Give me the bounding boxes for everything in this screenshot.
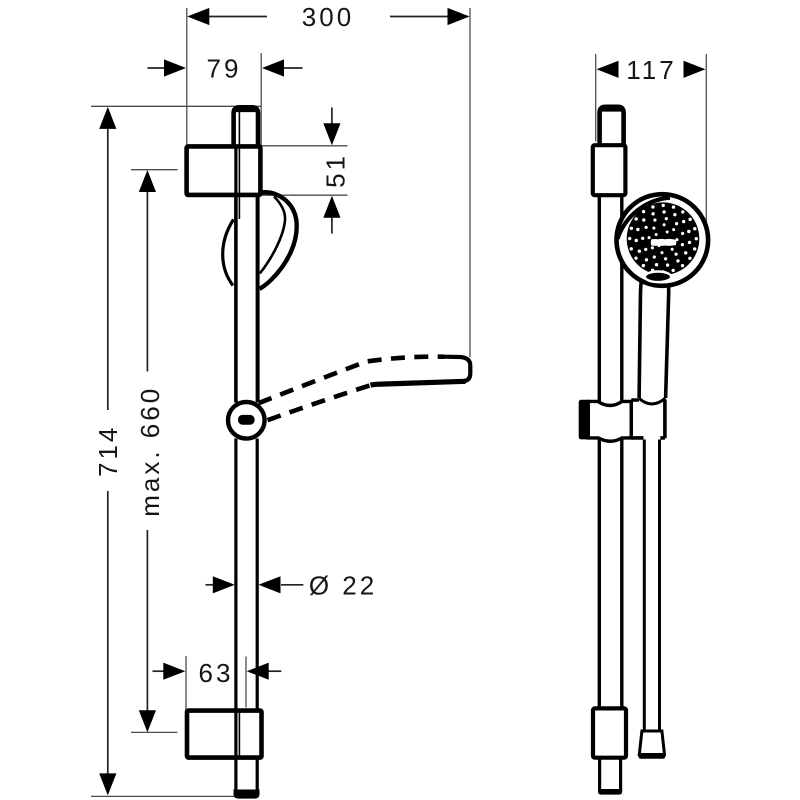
holder-body-outline xyxy=(586,399,633,443)
bar-bottom-cap-front xyxy=(598,789,623,795)
nozzle-ring-3 xyxy=(634,210,692,268)
dim-714-label: 714 xyxy=(93,425,123,477)
hand-shower-parked xyxy=(221,190,299,291)
bar-top-cap-side xyxy=(231,105,261,146)
dim-117-label: 117 xyxy=(626,55,676,85)
head-pivot xyxy=(643,270,673,284)
hose-curve-left xyxy=(221,218,235,287)
holder-release-button xyxy=(578,399,589,440)
slider-holder-front xyxy=(578,397,667,443)
dim-63-label: 63 xyxy=(199,658,234,688)
dim-300-label: 300 xyxy=(302,2,354,32)
dim-63-arrow-left xyxy=(163,662,186,680)
bar-bottom-cap-side xyxy=(233,789,260,799)
front-view: 117 xyxy=(578,54,711,795)
dim-79-label: 79 xyxy=(207,54,242,84)
top-bracket-front xyxy=(590,143,628,198)
handle-loop-outer xyxy=(258,190,299,291)
dashed-shower-top-edge xyxy=(257,354,444,406)
bar-bottom-front xyxy=(597,757,623,795)
dim-51-arrow-up xyxy=(323,195,341,218)
dim-714: 714 xyxy=(93,106,123,796)
dim-22-arrow-left xyxy=(212,576,235,594)
nozzle-ring-1 xyxy=(647,223,679,255)
dim-79-arrow-right xyxy=(262,59,284,77)
bottom-bracket-front xyxy=(590,706,629,760)
shower-hose-front xyxy=(637,439,667,759)
side-view-dimensions: 300 79 51 xyxy=(93,2,470,796)
side-view-extension-lines xyxy=(91,8,471,798)
dashed-shower-head-face xyxy=(442,354,473,384)
dim-79: 79 xyxy=(147,54,303,84)
hose-end-nut xyxy=(637,729,667,756)
dim-660-arrow-up xyxy=(138,170,156,192)
top-wall-bracket-side xyxy=(184,144,263,198)
dim-117-arrow-right xyxy=(683,60,706,78)
front-view-extension-lines xyxy=(595,54,707,226)
dim-300: 300 xyxy=(187,2,470,32)
holder-cup-outline xyxy=(631,398,667,440)
dim-714-arrow-up xyxy=(99,106,117,129)
dim-51: 51 xyxy=(320,107,350,234)
dashed-shower-head-bottom xyxy=(369,378,466,388)
dim-22-arrow-right xyxy=(258,576,281,594)
head-rim-arc xyxy=(615,195,671,240)
handle-right-edge xyxy=(663,285,671,399)
dim-714-arrow-down xyxy=(99,773,117,796)
dim-660: max. 660 xyxy=(135,170,165,733)
top-bracket-body xyxy=(184,144,263,198)
dim-22-label: Ø 22 xyxy=(309,570,377,600)
dim-63-arrow-right xyxy=(246,662,269,680)
dim-22: Ø 22 xyxy=(205,570,377,600)
slider-holder-side xyxy=(225,399,267,441)
hand-shower-dashed-position xyxy=(257,354,473,423)
hand-shower-front xyxy=(614,191,711,399)
bottom-wall-bracket-side xyxy=(184,708,264,760)
side-view: 300 79 51 xyxy=(91,2,473,799)
dim-51-arrow-down xyxy=(323,123,341,146)
dim-660-label: max. 660 xyxy=(135,386,165,517)
hose-end-nut-bottom xyxy=(638,753,666,759)
dim-63: 63 xyxy=(152,658,282,688)
bar-top-cap-front xyxy=(597,104,626,145)
handle-left-edge xyxy=(637,281,643,399)
dim-51-label: 51 xyxy=(320,153,350,188)
logo-strip xyxy=(650,238,677,246)
handle-bottom-end xyxy=(638,397,667,406)
spray-face-disc xyxy=(626,202,700,275)
slider-knob-slot xyxy=(238,414,255,425)
dim-79-arrow-left xyxy=(164,59,186,77)
dim-660-arrow-down xyxy=(138,710,156,733)
nozzle-ring-2 xyxy=(641,216,685,261)
dim-117: 117 xyxy=(596,55,706,85)
wall-bar-front xyxy=(597,104,626,708)
dim-117-arrow-left xyxy=(596,60,619,78)
dashed-shower-bottom-edge xyxy=(266,382,374,423)
bottom-bracket-body xyxy=(184,708,264,760)
handle-loop-inner xyxy=(258,195,287,275)
dim-300-arrow-right xyxy=(447,7,470,26)
dim-300-arrow-left xyxy=(187,7,210,26)
shower-head-front xyxy=(614,191,711,289)
